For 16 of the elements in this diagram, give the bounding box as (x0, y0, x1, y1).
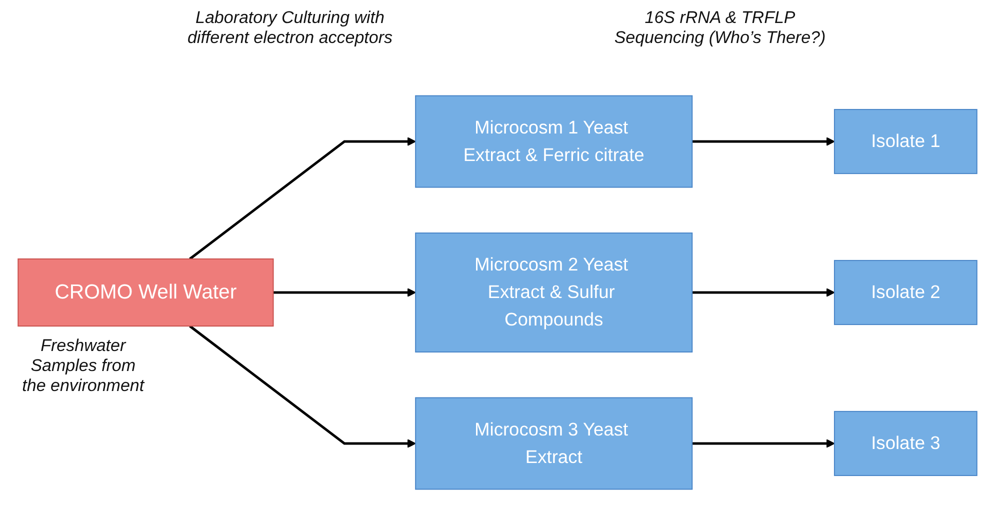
node-box: Microcosm 3 Yeast Extract (415, 397, 693, 490)
node-caption: Freshwater Samples from the environment (21, 336, 146, 396)
node-box: Isolate 1 (834, 108, 978, 174)
annotation-text: Laboratory Culturing with different electron acceptors (186, 8, 394, 48)
node-box: Isolate 3 (834, 410, 978, 476)
node-box: CROMO Well Water (18, 258, 274, 327)
arrow (189, 137, 416, 260)
node-box: Microcosm 2 Yeast Extract & Sulfur Compounds (415, 232, 693, 352)
arrow (273, 288, 416, 297)
node-box: Microcosm 1 Yeast Extract & Ferric citrate (415, 95, 693, 188)
arrow (692, 439, 835, 448)
annotation-text: 16S rRNA & TRFLP Sequencing (Who’s There?) (613, 8, 827, 48)
node-box: Isolate 2 (834, 260, 978, 326)
arrow (692, 137, 835, 146)
arrow (189, 325, 416, 448)
arrow (692, 288, 835, 297)
